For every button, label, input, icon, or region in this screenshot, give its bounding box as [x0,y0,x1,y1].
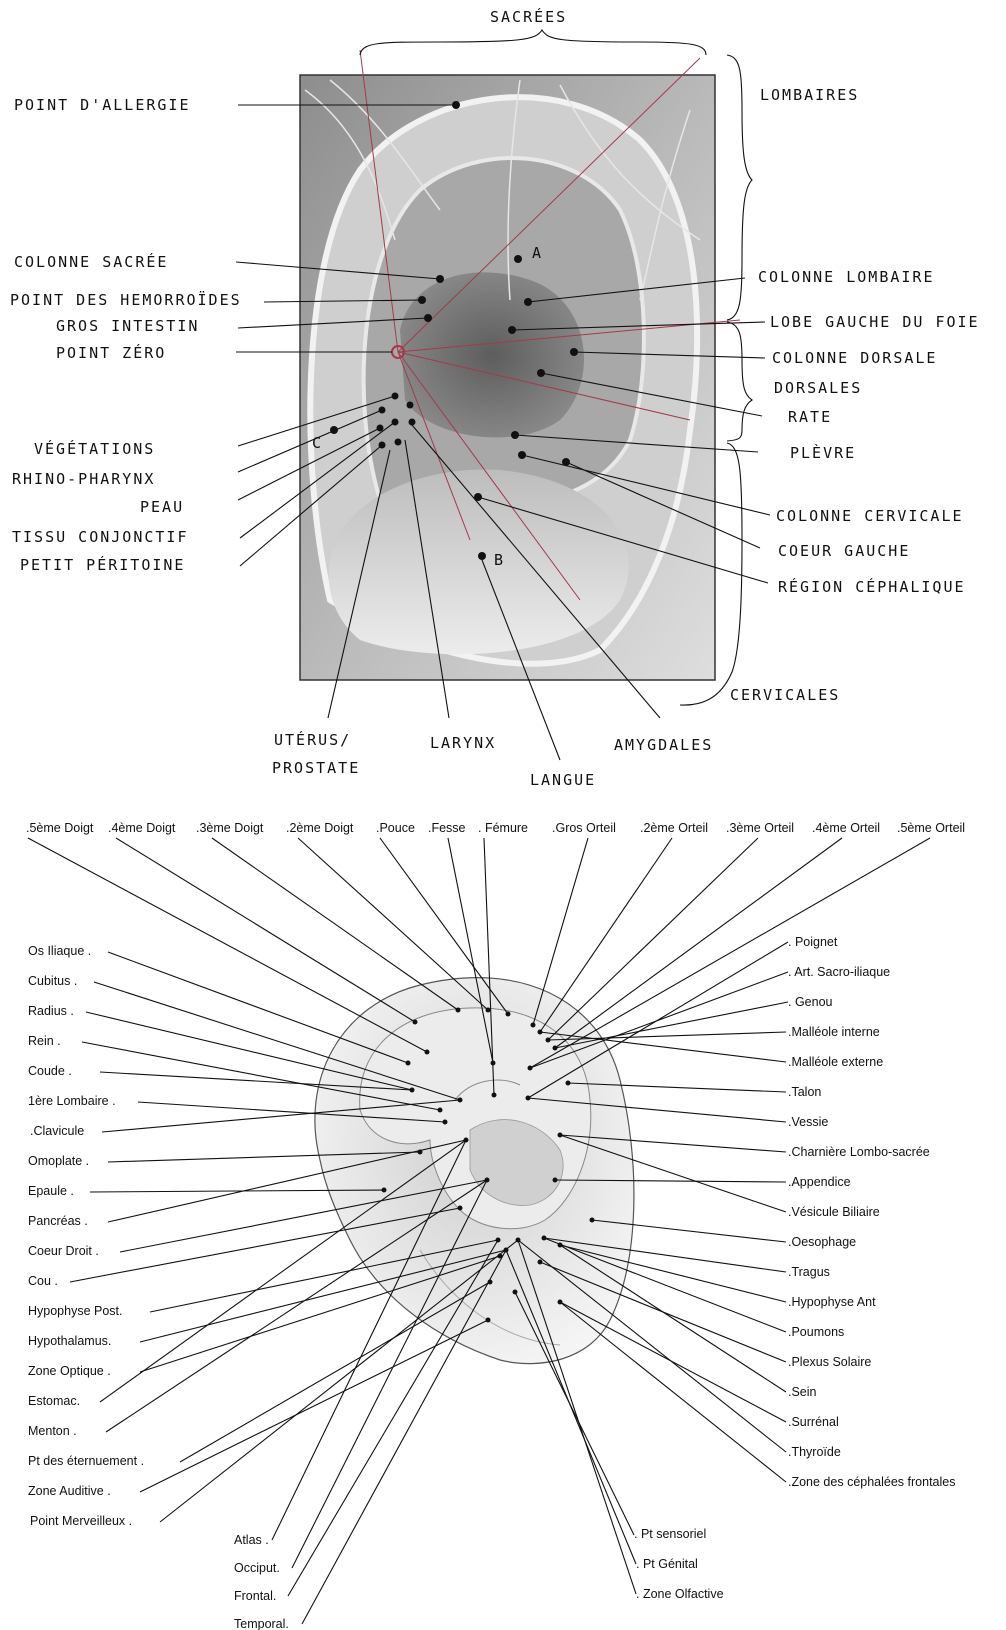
label-zone-optique: Zone Optique . [28,1364,111,1378]
label-2eme-doigt: .2ème Doigt [286,821,354,835]
label-cubitus: Cubitus . [28,974,77,988]
label-genou: . Genou [788,995,833,1009]
label-tragus: .Tragus [788,1265,830,1279]
label-amygdales: AMYGDALES [614,736,713,754]
label-malleole-interne: .Malléole interne [788,1025,880,1039]
label-epaule: Epaule . [28,1184,74,1198]
label-oesophage: .Oesophage [788,1235,856,1249]
label-atlas: Atlas . [234,1533,269,1547]
label-plevre: PLÈVRE [790,443,856,462]
label-clavicule: .Clavicule [30,1124,84,1138]
label-rhino-pharynx: RHINO-PHARYNX [12,470,155,488]
label-colonne-dorsale: COLONNE DORSALE [772,349,937,367]
label-larynx: LARYNX [430,734,496,752]
label-tissu-conjonctif: TISSU CONJONCTIF [12,528,189,546]
label-hypophyse-ant: .Hypophyse Ant [788,1295,876,1309]
label-zone-auditive: Zone Auditive . [28,1484,111,1498]
label-os-iliaque: Os Iliaque . [28,944,91,958]
brace-lombaires: LOMBAIRES [760,86,859,104]
label-colonne-sacree: COLONNE SACRÉE [14,252,168,271]
label-colonne-lombaire: COLONNE LOMBAIRE [758,268,935,286]
brace-cervicales: CERVICALES [730,686,840,704]
label-plexus-solaire: .Plexus Solaire [788,1355,871,1369]
brace-sacrees: SACRÉES [490,7,567,26]
label-omoplate: Omoplate . [28,1154,89,1168]
label-rate: RATE [788,408,832,426]
label-gros-orteil: .Gros Orteil [552,821,616,835]
label-point-hemorroides: POINT DES HEMORROÏDES [10,290,242,309]
label-zone-cephalees-frontales: .Zone des céphalées frontales [788,1475,955,1489]
label-coude: Coude . [28,1064,72,1078]
label-coeur-droit: Coeur Droit . [28,1244,99,1258]
label-peau: PEAU [140,498,184,516]
label-occiput: Occiput. [234,1561,280,1575]
brace-dorsales: DORSALES [774,379,862,397]
label-4eme-orteil: .4ème Orteil [812,821,880,835]
photo-letter-a: A [532,244,543,262]
label-uterus: UTÉRUS/ [274,730,351,749]
label-gros-intestin: GROS INTESTIN [56,317,199,335]
label-pouce: .Pouce [376,821,415,835]
label-pt-genital: . Pt Génital [636,1557,698,1571]
label-femure: . Fémure [478,821,528,835]
label-petit-peritoine: PETIT PÉRITOINE [20,555,185,574]
label-temporal: Temporal. [234,1617,289,1630]
label-sein: .Sein [788,1385,817,1399]
label-pt-eternuement: Pt des éternuement . [28,1454,144,1468]
label-estomac: Estomac. [28,1394,80,1408]
label-thyroide: .Thyroïde [788,1445,841,1459]
label-cou: Cou . [28,1274,58,1288]
label-lobe-gauche-foie: LOBE GAUCHE DU FOIE [770,313,980,331]
label-region-cephalique: RÉGION CÉPHALIQUE [778,577,966,596]
label-radius: Radius . [28,1004,74,1018]
label-5eme-doigt: .5ème Doigt [26,821,94,835]
label-appendice: .Appendice [788,1175,851,1189]
label-point-allergie: POINT D'ALLERGIE [14,96,191,114]
label-3eme-orteil: .3ème Orteil [726,821,794,835]
label-5eme-orteil: .5ème Orteil [897,821,965,835]
label-frontal: Frontal. [234,1589,276,1603]
label-pt-sensoriel: . Pt sensoriel [634,1527,706,1541]
label-1ere-lombaire: 1ère Lombaire . [28,1094,116,1108]
label-vegetations: VÉGÉTATIONS [34,439,155,458]
label-langue: LANGUE [530,771,596,789]
label-poignet: . Poignet [788,935,838,949]
label-vesicule-biliaire: .Vésicule Biliaire [788,1205,880,1219]
label-4eme-doigt: .4ème Doigt [108,821,176,835]
label-menton: Menton . [28,1424,77,1438]
label-malleole-externe: .Malléole externe [788,1055,883,1069]
label-point-zero: POINT ZÉRO [56,343,166,362]
label-3eme-doigt: .3ème Doigt [196,821,264,835]
label-talon: .Talon [788,1085,821,1099]
label-point-merveilleux: Point Merveilleux . [30,1514,132,1528]
label-charniere-lombo-sacree: .Charnière Lombo-sacrée [788,1145,930,1159]
label-vessie: .Vessie [788,1115,828,1129]
label-prostate: PROSTATE [272,759,360,777]
label-hypophyse-post: Hypophyse Post. [28,1304,123,1318]
label-surrenal: .Surrénal [788,1415,839,1429]
label-colonne-cervicale: COLONNE CERVICALE [776,507,964,525]
photo-letter-b: B [494,551,505,569]
label-coeur-gauche: COEUR GAUCHE [778,542,910,560]
label-fesse: .Fesse [428,821,466,835]
label-art-sacro-iliaque: . Art. Sacro-iliaque [788,965,890,979]
label-rein: Rein . [28,1034,61,1048]
label-pancreas: Pancréas . [28,1214,88,1228]
label-zone-olfactive: . Zone Olfactive [636,1587,724,1601]
label-poumons: .Poumons [788,1325,844,1339]
label-hypothalamus: Hypothalamus. [28,1334,111,1348]
label-2eme-orteil: .2ème Orteil [640,821,708,835]
ear-photo [300,50,740,680]
